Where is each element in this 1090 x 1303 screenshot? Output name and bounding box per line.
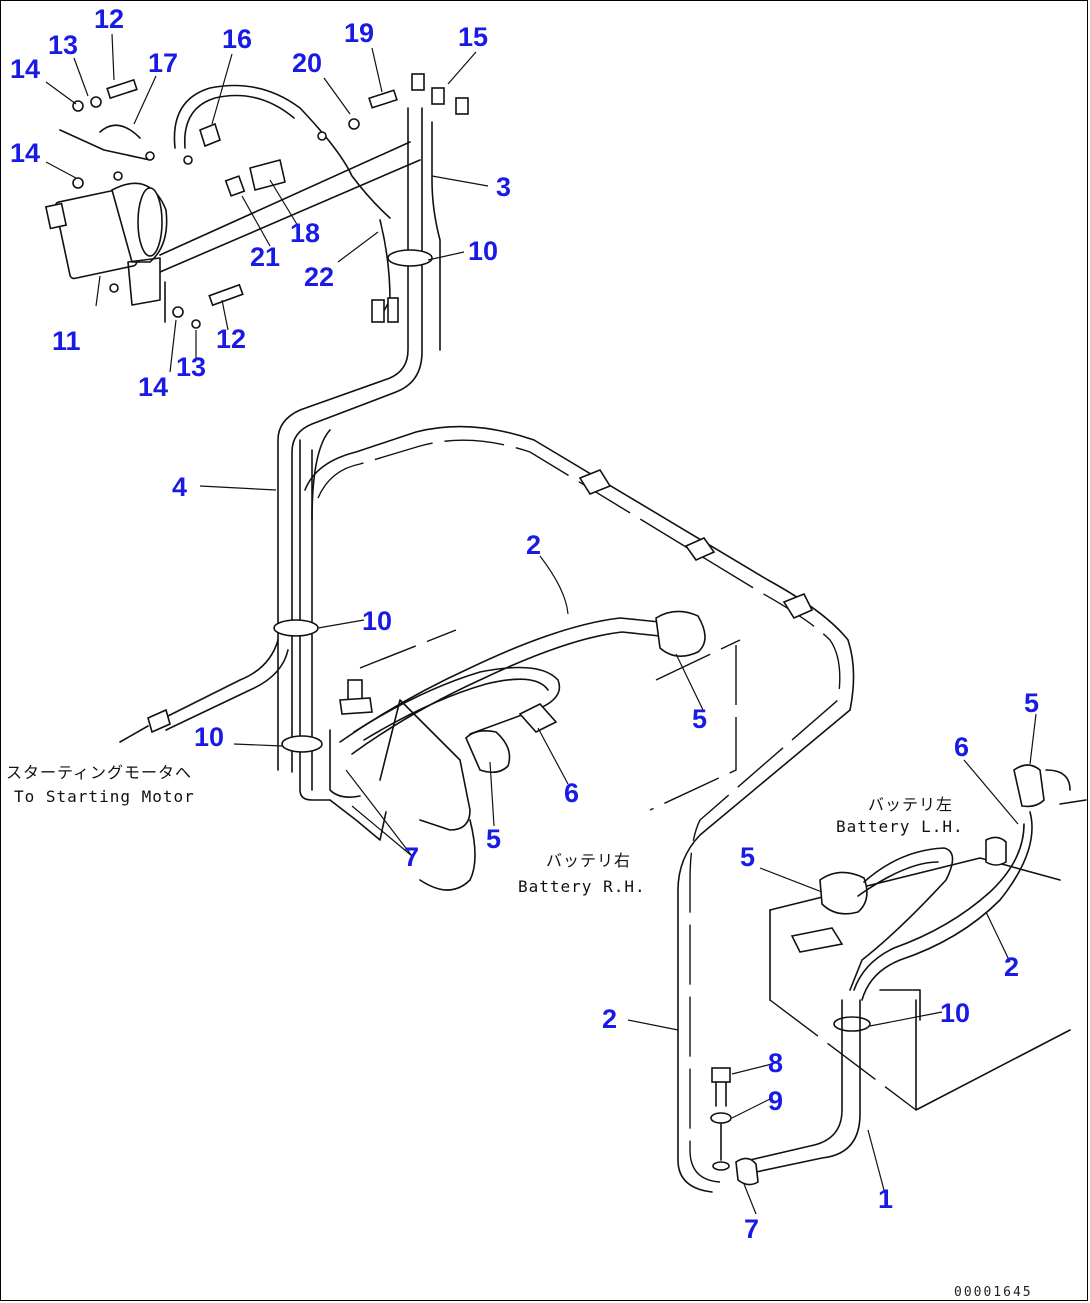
- callout-13: 13: [48, 30, 78, 60]
- callout-10: 10: [940, 998, 970, 1028]
- callout-17: 17: [148, 48, 178, 78]
- cable-2-main: [304, 425, 855, 1193]
- callout-22: 22: [304, 262, 334, 292]
- callout-4: 4: [172, 472, 187, 502]
- callout-5: 5: [692, 704, 707, 734]
- bracket-strips: [159, 141, 421, 323]
- callout-21: 21: [250, 242, 280, 272]
- callout-2: 2: [1004, 952, 1019, 982]
- callout-3: 3: [496, 172, 511, 202]
- callout-14: 14: [10, 138, 40, 168]
- callout-2: 2: [526, 530, 541, 560]
- callout-11: 11: [52, 326, 81, 356]
- battery-lh: [769, 764, 1087, 1111]
- callout-labels: 12 13 14 17 16 20 19 15 14 3 18 10 21 22…: [10, 4, 1039, 1244]
- callout-9: 9: [768, 1086, 783, 1116]
- drawing-code: 00001645: [954, 1285, 1033, 1300]
- note-battery-rh-jp: バッテリ右: [546, 851, 631, 870]
- callout-10: 10: [362, 606, 392, 636]
- cable-3: [277, 107, 441, 773]
- callout-8: 8: [768, 1048, 783, 1078]
- leader-lines: [45, 33, 1037, 1215]
- callout-5: 5: [740, 842, 755, 872]
- note-battery-lh-jp: バッテリ左: [868, 795, 953, 814]
- callout-13: 13: [176, 352, 206, 382]
- battery-rh: [329, 629, 741, 891]
- callout-14: 14: [10, 54, 40, 84]
- callout-19: 19: [344, 18, 374, 48]
- callout-12: 12: [94, 4, 124, 34]
- callout-10: 10: [468, 236, 498, 266]
- cable-to-starting-motor: [119, 639, 289, 743]
- cable-4: [299, 429, 331, 801]
- component-11-assembly: [44, 124, 168, 306]
- cable-2-battery-rh: [339, 610, 706, 755]
- callout-5: 5: [1024, 688, 1039, 718]
- cable-2-battery-lh: [849, 811, 1033, 1001]
- cable-22: [173, 84, 399, 323]
- callout-12: 12: [216, 324, 246, 354]
- callout-6: 6: [954, 732, 969, 762]
- notes: スターティングモータへ To Starting Motor バッテリ右 Batt…: [6, 763, 964, 896]
- callout-5: 5: [486, 824, 501, 854]
- note-starting-motor-en: To Starting Motor: [14, 787, 195, 806]
- fasteners-top: [72, 73, 469, 329]
- callout-7: 7: [404, 842, 419, 872]
- callout-6: 6: [564, 778, 579, 808]
- callout-14: 14: [138, 372, 168, 402]
- note-battery-rh-en: Battery R.H.: [518, 877, 646, 896]
- bolt-8-washer-9: [710, 1067, 732, 1171]
- callout-18: 18: [290, 218, 320, 248]
- callout-7: 7: [744, 1214, 759, 1244]
- callout-15: 15: [458, 22, 488, 52]
- note-starting-motor-jp: スターティングモータへ: [6, 763, 192, 782]
- callout-10: 10: [194, 722, 224, 752]
- note-battery-lh-en: Battery L.H.: [836, 817, 964, 836]
- callout-20: 20: [292, 48, 322, 78]
- callout-2: 2: [602, 1004, 617, 1034]
- callout-16: 16: [222, 24, 252, 54]
- callout-1: 1: [878, 1184, 893, 1214]
- clamps-10: [273, 249, 871, 1032]
- cable-1: [735, 999, 861, 1186]
